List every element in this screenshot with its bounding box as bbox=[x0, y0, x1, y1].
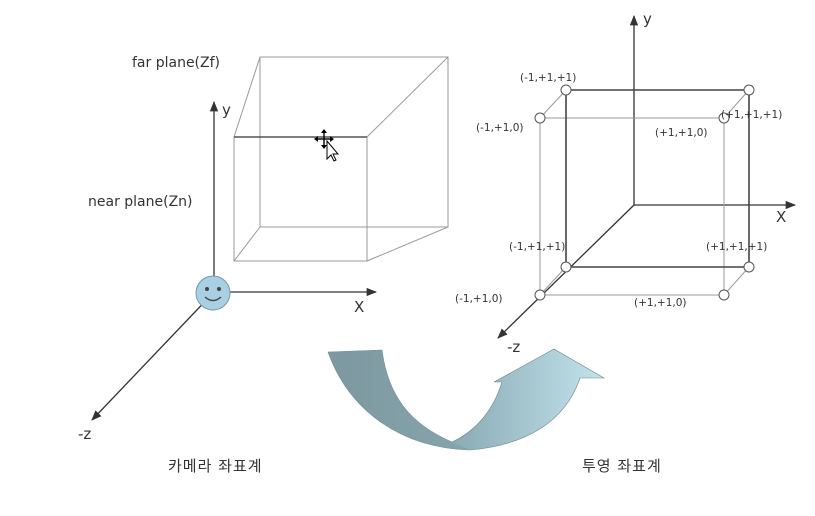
cube-vertex bbox=[560, 261, 572, 273]
cube-vertex bbox=[718, 289, 730, 301]
corner-label: (-1,+1,0) bbox=[455, 293, 503, 305]
projection-cube bbox=[534, 84, 755, 301]
cube-vertex bbox=[534, 289, 546, 301]
frustum-edge-bottom-left bbox=[233, 226, 261, 262]
projection-x-label: X bbox=[776, 208, 786, 226]
projection-coordinate-system: (-1,+1,+1) (+1,+1,+1) (-1,+1,0) (+1,+1,0… bbox=[455, 10, 797, 475]
cube-vertex bbox=[718, 112, 730, 124]
frustum-edge-top bbox=[366, 56, 449, 138]
move-cursor-icon bbox=[314, 129, 340, 162]
camera-y-label: y bbox=[222, 101, 231, 119]
camera-x-label: X bbox=[354, 298, 364, 316]
far-plane-label: far plane(Zf) bbox=[132, 55, 220, 71]
smiley-camera-icon bbox=[195, 275, 231, 311]
near-plane-label: near plane(Zn) bbox=[88, 194, 193, 210]
projection-y-label: y bbox=[643, 10, 652, 28]
frustum-far-face bbox=[259, 56, 449, 228]
corner-label: (-1,+1,+1) bbox=[509, 241, 565, 253]
corner-label: (+1,+1,+1) bbox=[721, 109, 782, 121]
frustum-edge-top-left bbox=[233, 56, 261, 138]
transform-arrow-icon bbox=[327, 348, 606, 451]
frustum-near-face bbox=[233, 136, 368, 262]
cube-vertex bbox=[534, 112, 546, 124]
frustum-edge-bottom bbox=[366, 226, 449, 262]
corner-label: (+1,+1,0) bbox=[634, 297, 687, 309]
cube-vertex bbox=[560, 84, 572, 96]
cube-vertex bbox=[743, 261, 755, 273]
camera-z-label: -z bbox=[78, 425, 91, 443]
corner-label: (-1,+1,0) bbox=[476, 122, 524, 134]
cube-vertex bbox=[743, 84, 755, 96]
corner-label: (-1,+1,+1) bbox=[520, 72, 576, 84]
camera-caption: 카메라 좌표계 bbox=[168, 457, 263, 475]
cube-front-face bbox=[539, 117, 725, 296]
corner-label: (+1,+1,+1) bbox=[706, 241, 767, 253]
camera-z-axis bbox=[91, 291, 215, 421]
view-frustum bbox=[233, 56, 449, 262]
corner-label: (+1,+1,0) bbox=[655, 127, 708, 139]
projection-caption: 투영 좌표계 bbox=[582, 457, 662, 475]
camera-coordinate-system: far plane(Zf) near plane(Zn) y X -z 카메라 … bbox=[78, 55, 449, 475]
projection-z-label: -z bbox=[507, 338, 520, 356]
